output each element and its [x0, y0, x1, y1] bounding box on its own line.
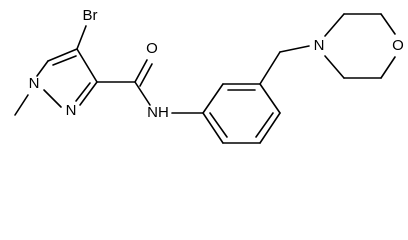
bond-ph-inner-b: [255, 112, 274, 138]
bond-mor-6: [324, 55, 345, 79]
atom-label-br: Br: [83, 7, 98, 24]
bond-mor-4: [380, 56, 396, 79]
atom-label-carbonyl-o: O: [146, 40, 158, 57]
atom-label-nh: NH: [147, 104, 169, 121]
bond-c5-c4-inner: [52, 55, 77, 66]
bond-ph-3: [259, 83, 281, 114]
bond-c5-c4: [47, 48, 78, 62]
bond-ph-1: [202, 83, 224, 114]
bond-n1-methyl: [14, 94, 29, 116]
bond-c3-n2-inner: [75, 82, 91, 102]
bond-n2-n1: [43, 89, 62, 108]
atom-label-n2: N: [66, 102, 77, 119]
bond-carbonyl-nh: [134, 81, 151, 106]
morpholine-ring: [324, 13, 396, 79]
bond-ph-ch2: [259, 51, 281, 85]
bond-carbonyl-o-inner: [139, 63, 153, 87]
atom-label-n1: N: [29, 75, 40, 92]
bond-c4-c3: [76, 48, 98, 83]
bond-ph-inner-c: [209, 112, 228, 138]
atom-label-morpholine-n: N: [314, 37, 325, 54]
bond-n1-c5: [36, 60, 49, 77]
bond-c4-br: [76, 25, 87, 50]
structure-diagram: Br N N O NH N O: [14, 7, 404, 144]
bond-mor-1: [324, 13, 345, 37]
pyrazole-ring: [36, 48, 98, 108]
bond-c3-n2: [79, 81, 98, 106]
benzene-ring: [202, 83, 281, 144]
bond-carbonyl-o: [134, 59, 148, 83]
bond-mor-3: [380, 13, 396, 35]
bond-ph-6: [202, 112, 224, 144]
bond-ch2-n: [279, 45, 310, 53]
bond-ph-4: [259, 112, 281, 144]
atom-label-morpholine-o: O: [392, 37, 404, 54]
